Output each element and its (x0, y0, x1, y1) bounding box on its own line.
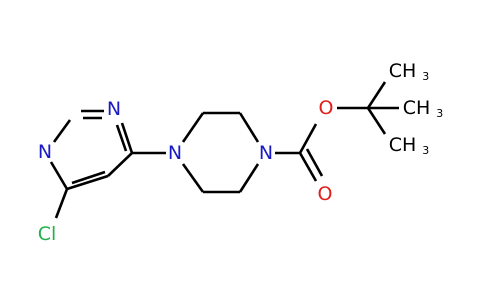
bond-n1-c6 (49, 161, 69, 190)
bond-cq-me-top (366, 81, 387, 109)
bond-ccarbonyl-oester (298, 123, 318, 154)
methyl-right: CH 3 (403, 97, 444, 120)
bond-ccarbonyl-ocarbonyl (298, 152, 318, 182)
methyl-subscript: 3 (422, 70, 429, 83)
methyl-bottom: CH 3 (389, 134, 430, 157)
bond-cd-npip (181, 163, 205, 193)
bond-c5-c4 (107, 152, 133, 177)
bond-c4-n3 (120, 122, 134, 154)
bond-cb-npip2 (238, 112, 260, 143)
bond-c6-c5-inner (71, 170, 106, 185)
bond-c2-n1 (52, 119, 72, 143)
atom-n-pyrimidine-left: N (38, 141, 52, 163)
methyl-subscript: 3 (436, 107, 443, 120)
methyl-top: CH 3 (389, 60, 430, 83)
piperazine-ring (181, 111, 260, 194)
bond-c6-c5 (66, 174, 109, 191)
atom-n-piperazine-right: N (259, 142, 273, 164)
methyl-right-label: CH 3 (403, 97, 444, 120)
boc-group (275, 81, 399, 182)
bond-npip2-cc (238, 163, 260, 193)
bond-npip-ca (181, 112, 205, 143)
bond-cq-me-bottom (366, 107, 387, 135)
bond-ccarbonyl-ocarbonyl-double (305, 148, 324, 177)
bond-c6-cl (54, 188, 69, 219)
atom-n-pyrimidine-top: N (107, 98, 121, 120)
bond-c4-n3-inner (115, 124, 128, 152)
methyl-labels: CH 3 CH 3 CH 3 (389, 60, 444, 157)
methyl-subscript: 3 (422, 144, 429, 157)
atom-chlorine: Cl (38, 223, 57, 245)
atom-o-ester: O (319, 97, 334, 119)
atom-n-piperazine-left: N (168, 142, 182, 164)
methyl-top-label: CH 3 (389, 60, 430, 83)
atom-o-carbonyl: O (318, 183, 333, 205)
methyl-bottom-label: CH 3 (389, 134, 430, 157)
pyrimidine-ring (49, 109, 134, 219)
